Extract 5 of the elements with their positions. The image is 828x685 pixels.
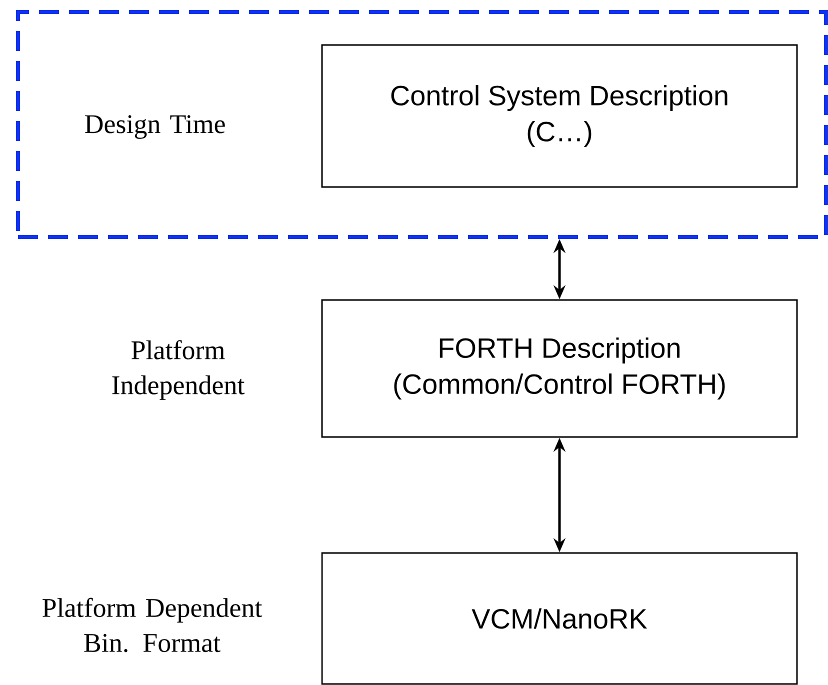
process-box: VCM/NanoRK <box>321 552 798 685</box>
side-label: Platform Independent <box>112 340 245 400</box>
side-label: Platform Dependent Bin. Format <box>42 598 262 652</box>
process-box: Control System Description (C…) <box>321 44 798 188</box>
process-box: FORTH Description (Common/Control FORTH) <box>321 299 798 438</box>
